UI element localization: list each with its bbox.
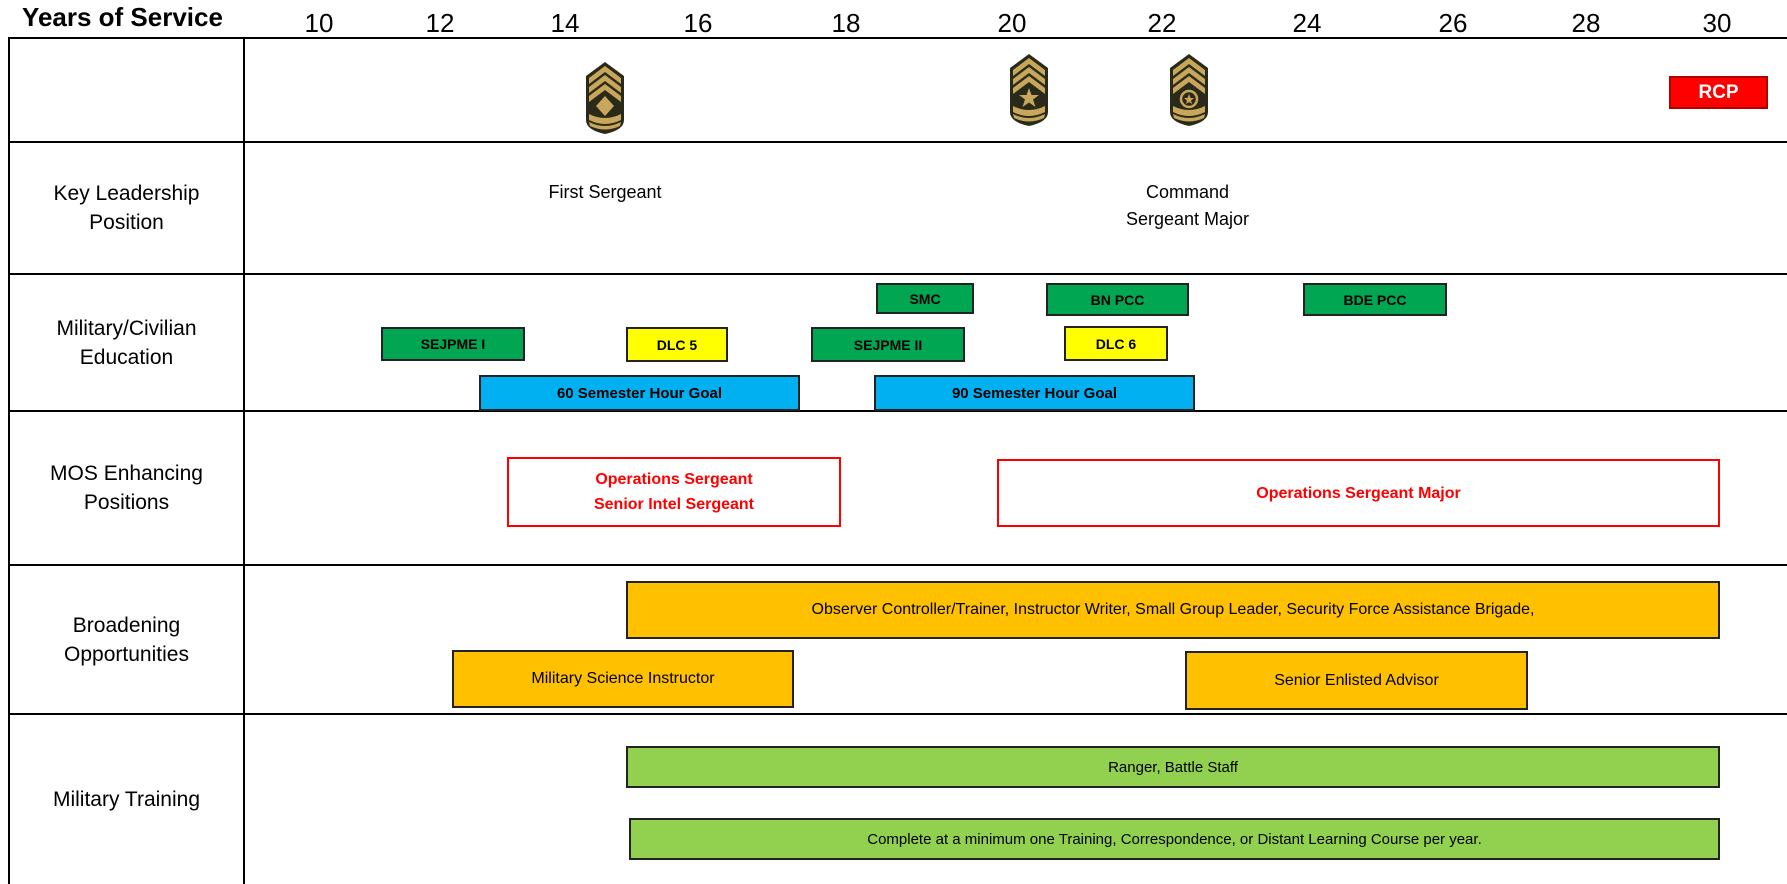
row-divider: [8, 564, 1787, 566]
sergeant-major-rank-icon: [586, 62, 624, 134]
label-column-divider: [243, 37, 245, 884]
row-label-education: Military/Civilian Education: [56, 316, 197, 369]
row-label-broadening: Broadening Opportunities: [64, 613, 189, 666]
dlc-5-box: DLC 5: [626, 327, 728, 362]
year-tick-16: 16: [683, 8, 713, 38]
senior-intel-sergeant-label: Senior Intel Sergeant: [593, 496, 755, 513]
year-tick-18: 18: [831, 8, 861, 38]
year-tick-12: 12: [425, 8, 455, 38]
sejpme-1-box: SEJPME I: [381, 327, 525, 361]
year-tick-30: 30: [1702, 8, 1732, 38]
career-map-grid: [8, 37, 1787, 884]
ranger-battle-staff-box: Ranger, Battle Staff: [626, 746, 1720, 788]
years-of-service-title: Years of Service: [22, 2, 223, 32]
smc-box: SMC: [876, 283, 974, 314]
row-divider: [8, 273, 1787, 275]
bn-pcc-box: BN PCC: [1046, 283, 1189, 316]
broadening-assignments-box: Observer Controller/Trainer, Instructor …: [626, 581, 1720, 639]
row-label-military-training: Military Training: [52, 788, 201, 811]
year-tick-22: 22: [1147, 8, 1177, 38]
90-semester-hour-goal-box: 90 Semester Hour Goal: [874, 375, 1195, 411]
first-sergeant-position: First Sergeant: [548, 182, 662, 202]
row-label-key-leadership: Key Leadership Position: [53, 182, 200, 234]
command-sergeant-major-star-rank-icon: [1010, 54, 1048, 126]
sejpme-2-box: SEJPME II: [811, 327, 965, 362]
rcp-badge: RCP: [1669, 76, 1768, 109]
operations-senior-intel-sergeant-box: Operations Sergeant Senior Intel Sergean…: [507, 457, 841, 527]
year-tick-20: 20: [997, 8, 1027, 38]
annual-course-requirement-box: Complete at a minimum one Training, Corr…: [629, 818, 1720, 860]
year-tick-24: 24: [1292, 8, 1322, 38]
row-divider: [8, 713, 1787, 715]
year-tick-10: 10: [304, 8, 334, 38]
year-tick-28: 28: [1571, 8, 1601, 38]
bde-pcc-box: BDE PCC: [1303, 283, 1447, 316]
row-divider: [8, 141, 1787, 143]
year-tick-26: 26: [1438, 8, 1468, 38]
60-semester-hour-goal-box: 60 Semester Hour Goal: [479, 375, 800, 411]
row-divider: [8, 410, 1787, 412]
dlc-6-box: DLC 6: [1064, 326, 1168, 361]
operations-sergeant-major-box: Operations Sergeant Major: [997, 459, 1720, 527]
command-sergeant-major-wreath-rank-icon: [1170, 54, 1208, 126]
command-sergeant-major-position: Command Sergeant Major: [1095, 179, 1280, 233]
senior-enlisted-advisor-box: Senior Enlisted Advisor: [1185, 651, 1528, 710]
year-tick-14: 14: [550, 8, 580, 38]
csm-line-1: Command: [1145, 182, 1230, 202]
row-label-mos-enhancing: MOS Enhancing Positions: [50, 462, 203, 514]
operations-sergeant-label: Operations Sergeant: [595, 471, 753, 488]
military-science-instructor-box: Military Science Instructor: [452, 650, 794, 708]
csm-line-2: Sergeant Major: [1125, 209, 1250, 229]
